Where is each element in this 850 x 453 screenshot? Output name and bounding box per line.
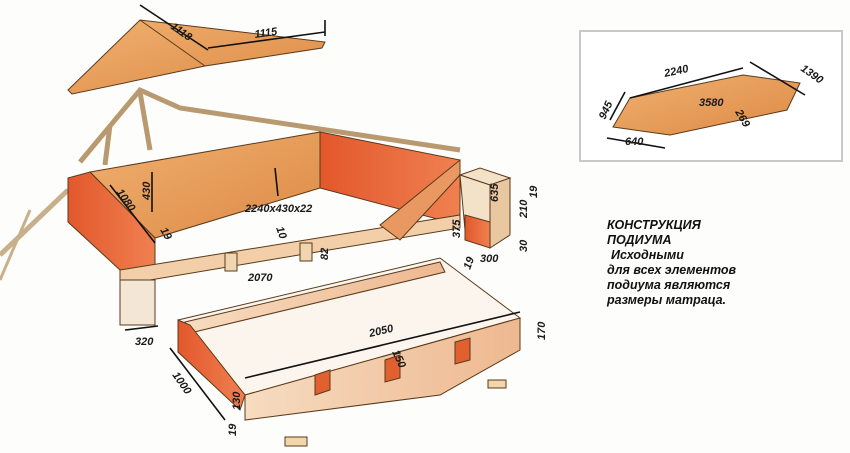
- dim-19-drawer: 19: [227, 423, 239, 436]
- mattress-top-view-inset: 2240 1390 945 3580 269 640: [579, 30, 843, 162]
- caption-body-line3: подиума являются: [607, 278, 731, 292]
- dim-375: 375: [451, 219, 463, 238]
- caption-title-line2: ПОДИУМА: [607, 233, 672, 247]
- dim-30: 30: [518, 239, 530, 252]
- caption-text: КОНСТРУКЦИЯ ПОДИУМА Исходными для всех э…: [607, 218, 736, 308]
- dim-2240: 2240: [662, 63, 690, 80]
- corner-top-board: 1118 1115: [67, 4, 326, 95]
- dim-430: 430: [141, 181, 153, 201]
- dim-19-step-top: 19: [528, 185, 540, 198]
- dim-320: 320: [135, 336, 154, 348]
- dim-635: 635: [489, 183, 501, 202]
- podium-frame: 2240x430x22 430 1080 19 10 82 2070 320: [67, 131, 461, 348]
- dim-2050: 2050: [367, 323, 395, 341]
- step-box: 635 375 19 210 19 30 300: [451, 167, 540, 271]
- dim-640: 640: [625, 136, 644, 148]
- dim-210: 210: [518, 199, 530, 219]
- dim-back-panel: 2240x430x22: [244, 203, 312, 215]
- dim-170: 170: [536, 321, 548, 340]
- dim-82: 82: [319, 248, 331, 260]
- dim-300: 300: [480, 253, 499, 265]
- caption-body-line2: для всех элементов: [607, 263, 737, 277]
- dim-1115: 1115: [254, 26, 279, 41]
- dim-19-step: 19: [462, 255, 478, 271]
- caption-body-line1: Исходными: [611, 248, 684, 262]
- corner-frame: [0, 86, 461, 281]
- drawer-box: 2050 170 150 1000 130 19: [169, 257, 548, 447]
- dim-10: 10: [273, 225, 289, 241]
- dim-3580: 3580: [699, 97, 724, 109]
- dim-130: 130: [231, 391, 243, 410]
- caption-body-line4: размеры матраца.: [607, 293, 727, 307]
- caption-title-line1: КОНСТРУКЦИЯ: [607, 218, 701, 232]
- dim-2070: 2070: [247, 272, 273, 284]
